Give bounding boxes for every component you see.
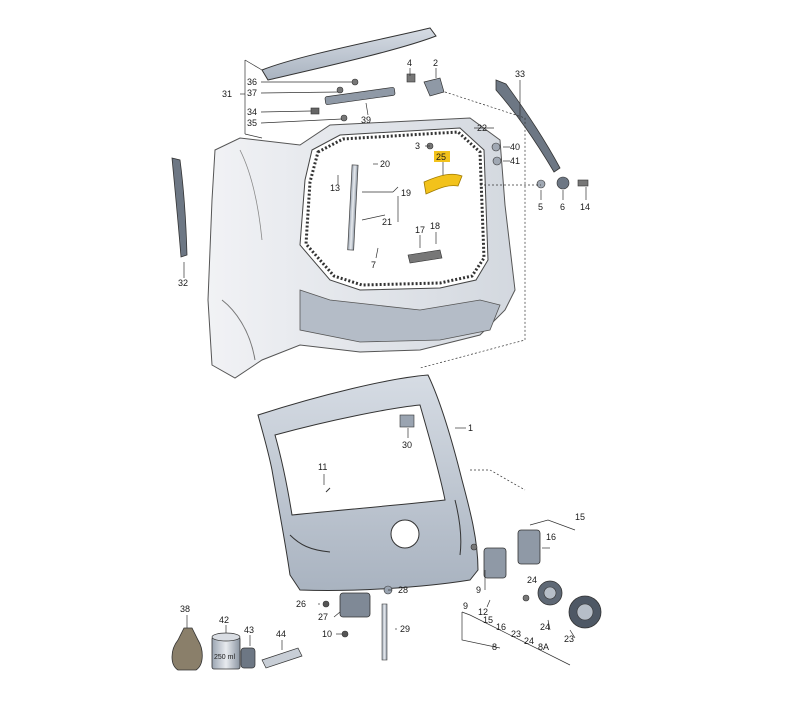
can-volume-text: 250 ml <box>214 654 235 661</box>
pillar-trim-left <box>171 157 188 258</box>
label-28: 28 <box>398 585 408 595</box>
top-small-parts <box>310 73 589 264</box>
gas-strut-left <box>347 164 359 251</box>
label-16a: 16 <box>546 532 556 542</box>
label-33: 33 <box>515 69 525 79</box>
label-3: 3 <box>415 141 420 151</box>
pillar-trim-right <box>495 79 561 173</box>
label-24c: 24 <box>540 622 550 632</box>
label-24a: 24 <box>527 575 537 585</box>
bag-38 <box>171 627 203 671</box>
label-15a: 15 <box>575 512 585 522</box>
label-5: 5 <box>538 202 543 212</box>
label-24b: 24 <box>524 636 534 646</box>
label-31: 31 <box>222 89 232 99</box>
tube-44 <box>261 647 303 669</box>
label-10: 10 <box>322 629 332 639</box>
label-1: 1 <box>468 423 473 433</box>
label-27: 27 <box>318 612 328 622</box>
label-16b: 16 <box>496 622 506 632</box>
label-21: 21 <box>382 217 392 227</box>
label-12: 12 <box>478 607 488 617</box>
label-25-highlight <box>434 151 450 162</box>
tube-43 <box>240 647 256 669</box>
label-22: 22 <box>477 123 487 133</box>
label-11: 11 <box>318 462 327 472</box>
can-42: 250 ml <box>211 632 241 670</box>
label-30: 30 <box>402 440 412 450</box>
label-15b: 15 <box>483 615 493 625</box>
label-8: 8 <box>492 642 497 652</box>
part-labels: 31 36 37 34 35 39 4 2 33 22 3 40 41 25 2… <box>178 58 590 652</box>
label-23b: 23 <box>564 634 574 644</box>
roof-spoiler <box>261 27 437 81</box>
highlighted-bracket-25 <box>423 173 463 195</box>
bottom-components <box>322 585 393 661</box>
label-6: 6 <box>560 202 565 212</box>
label-37: 37 <box>247 88 257 98</box>
label-40: 40 <box>510 142 520 152</box>
car-rear-body <box>207 117 516 379</box>
label-23a: 23 <box>511 629 521 639</box>
label-36: 36 <box>247 77 257 87</box>
leader-lines <box>183 59 587 666</box>
label-2: 2 <box>433 58 438 68</box>
label-44: 44 <box>276 629 286 639</box>
label-14: 14 <box>580 202 590 212</box>
label-8a: 8A <box>538 642 549 652</box>
label-7: 7 <box>371 260 376 270</box>
label-4: 4 <box>407 58 412 68</box>
tailgate-panel <box>257 374 479 591</box>
label-9b: 9 <box>463 601 468 611</box>
label-17: 17 <box>415 225 425 235</box>
label-13: 13 <box>330 183 340 193</box>
label-39: 39 <box>361 115 371 125</box>
label-35: 35 <box>247 118 257 128</box>
label-25: 25 <box>436 152 446 162</box>
label-32: 32 <box>178 278 188 288</box>
label-38: 38 <box>180 604 190 614</box>
label-41: 41 <box>510 156 520 166</box>
label-18: 18 <box>430 221 440 231</box>
label-9a: 9 <box>476 585 481 595</box>
label-29: 29 <box>400 624 410 634</box>
label-34: 34 <box>247 107 257 117</box>
label-19: 19 <box>401 188 411 198</box>
label-26: 26 <box>296 599 306 609</box>
label-43: 43 <box>244 625 254 635</box>
label-42: 42 <box>219 615 229 625</box>
label-20: 20 <box>380 159 390 169</box>
lock-assembly <box>470 529 602 629</box>
